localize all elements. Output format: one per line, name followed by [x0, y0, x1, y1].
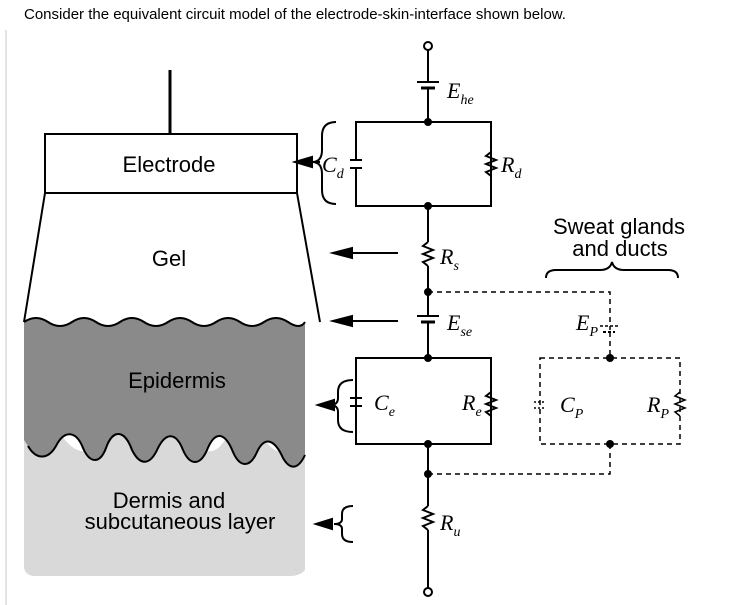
gel-layer — [23, 192, 321, 323]
rp-label: RP — [646, 392, 669, 422]
electrode-label: Electrode — [123, 152, 216, 177]
gel-label: Gel — [152, 246, 186, 271]
main-circuit — [350, 41, 499, 597]
sweat-gland-branch — [428, 291, 688, 475]
re-label: Re — [461, 390, 482, 420]
ep-label: EP — [575, 310, 598, 340]
question-text: Consider the equivalent circuit model of… — [24, 6, 566, 23]
rd-label: Rd — [500, 152, 522, 182]
rs-label: Rs — [439, 244, 459, 274]
layer-arrows — [291, 155, 398, 531]
ce-label: Ce — [374, 390, 395, 420]
cd-label: Cd — [322, 152, 345, 182]
sweat-label-line2: and ducts — [572, 236, 667, 261]
electrode-block — [44, 133, 298, 194]
ru-label: Ru — [439, 510, 460, 540]
ehe-label: Ehe — [446, 78, 474, 108]
cp-label: CP — [560, 392, 584, 422]
ese-label: Ese — [446, 310, 472, 340]
dermis-layer — [24, 425, 305, 576]
sweat-label-line1: Sweat glands — [553, 214, 685, 239]
epidermis-label: Epidermis — [128, 368, 226, 393]
dermis-label-line2: subcutaneous layer — [85, 509, 276, 534]
dermis-label-line1: Dermis and — [113, 488, 225, 513]
epidermis-layer — [24, 318, 305, 467]
